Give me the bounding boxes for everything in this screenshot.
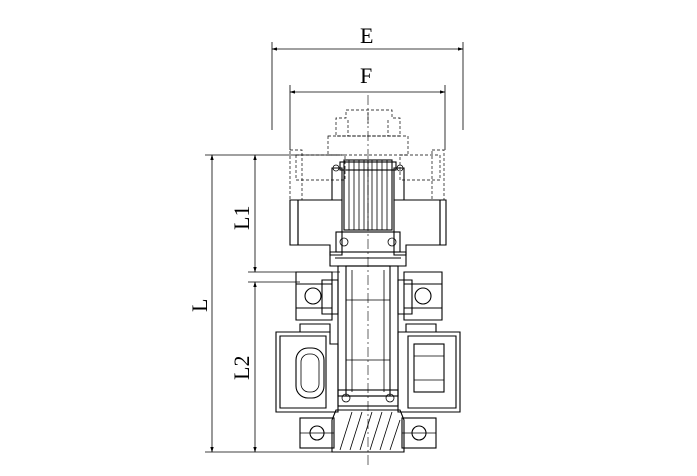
dimension-f-label: F	[360, 63, 372, 88]
top-coupling-outline	[289, 109, 445, 201]
dimension-l1-label: L1	[229, 206, 254, 230]
dimension-e-label: E	[360, 23, 373, 48]
lower-housing	[275, 323, 461, 413]
dimension-e: E	[271, 23, 464, 130]
main-shaft	[337, 265, 399, 397]
dimension-l2: L2	[229, 281, 300, 453]
middle-bearing-right	[397, 271, 443, 321]
bottom-flange	[299, 417, 437, 449]
middle-bearing-left	[295, 271, 339, 321]
dimension-l1: L1	[229, 154, 340, 273]
dimension-f: F	[289, 63, 446, 150]
splined-shaft	[332, 159, 404, 231]
dimension-l2-label: L2	[229, 356, 254, 380]
pinion-gear	[331, 409, 405, 453]
lower-bearing	[337, 389, 399, 407]
neck-bearings	[329, 231, 407, 267]
dimension-l-label: L	[187, 299, 212, 312]
